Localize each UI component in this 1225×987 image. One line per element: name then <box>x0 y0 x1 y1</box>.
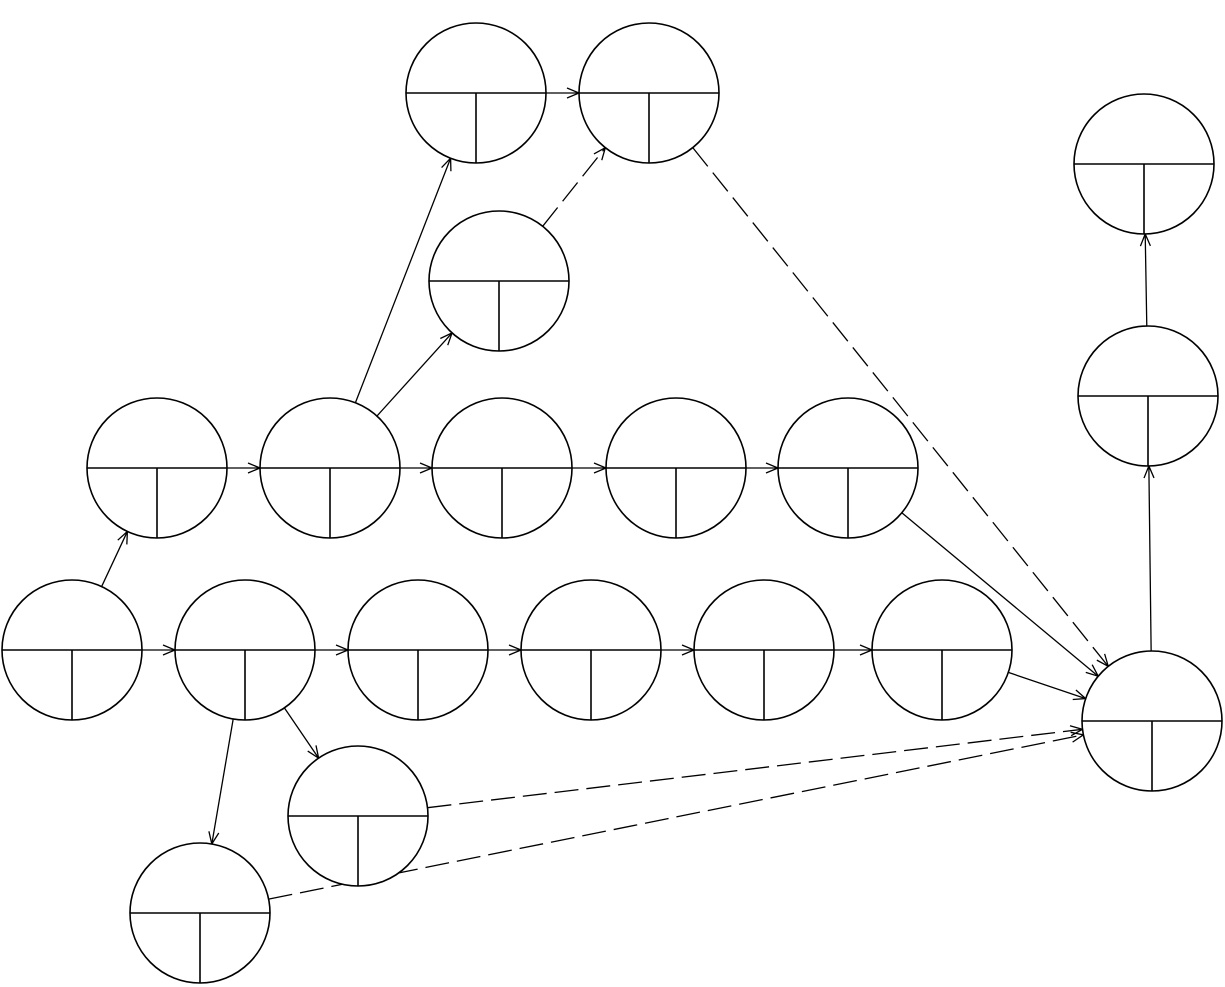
event-node-n9 <box>405 22 547 164</box>
edge-line <box>1008 671 1086 700</box>
edge-line <box>1148 465 1152 652</box>
edge-line <box>692 147 1109 667</box>
edge-line <box>268 734 1084 900</box>
edge-n4-n5 <box>400 462 434 474</box>
event-node-n12 <box>347 579 489 721</box>
event-node-n15 <box>871 579 1013 721</box>
edge-n1-n3 <box>142 644 177 656</box>
event-node-n4 <box>259 397 401 539</box>
edge-line <box>1144 233 1148 327</box>
edge-n11-n10 <box>542 146 607 227</box>
event-node-n13 <box>520 579 662 721</box>
event-node-n5 <box>431 397 573 539</box>
edge-line <box>283 707 320 759</box>
event-node-n10 <box>578 22 720 164</box>
nodes-layer <box>1 22 1223 984</box>
edge-n17-n19 <box>427 725 1085 809</box>
edge-line <box>427 728 1083 809</box>
edge-n4-n11 <box>376 331 454 417</box>
edge-n3-n12 <box>315 644 350 656</box>
event-node-n14 <box>693 579 835 721</box>
edge-n13-n14 <box>661 644 696 656</box>
edge-n14-n15 <box>834 644 874 656</box>
event-node-n3 <box>174 579 316 721</box>
edge-line <box>376 332 453 417</box>
edge-n5-n6 <box>572 462 608 474</box>
event-node-n8 <box>1081 650 1223 792</box>
event-node-n1 <box>1 579 143 721</box>
edge-n20-n21 <box>1139 232 1152 327</box>
edge-line <box>101 531 128 587</box>
event-node-n21 <box>1073 93 1215 235</box>
edge-n9-n10 <box>546 87 581 99</box>
event-node-n17 <box>287 745 429 887</box>
edge-line <box>901 512 1099 677</box>
edges-layer <box>101 87 1155 900</box>
event-node-n11 <box>428 210 570 352</box>
edge-n19-n20 <box>1143 464 1155 652</box>
event-node-n18 <box>129 842 271 984</box>
edge-n6-n7 <box>746 462 780 474</box>
edge-n15-n19 <box>1008 671 1088 701</box>
edge-n1-n2 <box>101 529 129 587</box>
edge-line <box>354 157 452 404</box>
event-node-n2 <box>86 397 228 539</box>
event-node-n20 <box>1077 325 1219 467</box>
edge-n3-n18 <box>208 718 234 846</box>
edge-line <box>542 147 606 227</box>
edge-line <box>211 718 234 845</box>
edge-n3-n17 <box>283 707 320 760</box>
event-node-n7 <box>777 397 919 539</box>
event-node-n6 <box>605 397 747 539</box>
edge-n12-n13 <box>488 644 523 656</box>
edge-n2-n4 <box>227 462 262 474</box>
